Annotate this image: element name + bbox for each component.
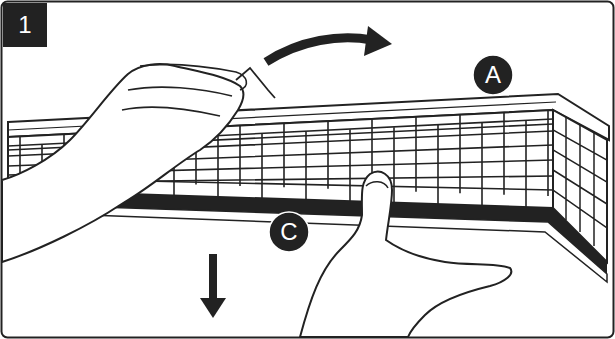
brick-divider	[415, 116, 417, 192]
brick-divider	[217, 136, 219, 197]
brick-divider	[305, 132, 307, 200]
brick-divider	[525, 121, 527, 208]
callout-letter: A	[485, 63, 501, 87]
brick-divider	[283, 123, 285, 188]
callout-letter: A	[473, 55, 513, 95]
brick-divider	[393, 127, 395, 203]
brick-divider	[239, 125, 241, 186]
down-arrow-head	[200, 298, 226, 318]
thumb-nail	[366, 182, 388, 188]
brick-divider	[481, 123, 483, 206]
callout-letter: C	[269, 212, 309, 252]
brick-divider	[437, 125, 439, 204]
brick-divider	[349, 130, 351, 202]
callout-circle	[269, 212, 309, 252]
brick-divider	[503, 112, 505, 195]
right-hand	[300, 172, 511, 337]
wire-clip	[236, 68, 275, 98]
brick-divider	[327, 121, 329, 189]
brick-divider	[261, 134, 263, 199]
callout-circle	[473, 55, 513, 95]
left-hand	[2, 64, 244, 262]
brick-divider	[459, 114, 461, 193]
step-box	[3, 3, 47, 47]
callout-letter: C	[280, 220, 297, 244]
rotate-arrow	[266, 38, 372, 62]
down-arrow	[209, 254, 217, 302]
step-number: 1	[18, 13, 31, 37]
rotate-arrow-head	[364, 26, 392, 56]
step-number: 1	[3, 3, 47, 47]
brick-divider	[547, 110, 549, 196]
left-hand-fingers	[122, 64, 246, 116]
